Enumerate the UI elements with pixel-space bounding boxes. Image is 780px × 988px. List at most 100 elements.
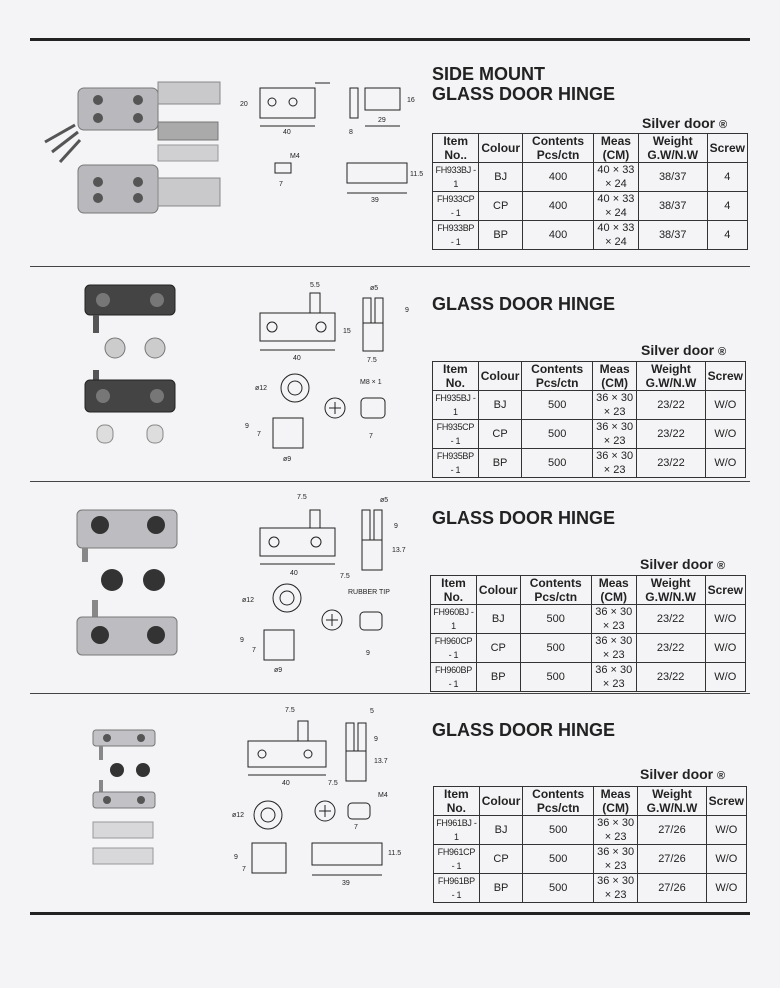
table-cell: BJ [475, 604, 521, 634]
table-cell: W/O [704, 633, 747, 663]
table-cell: FH961CP - 1 [433, 844, 480, 874]
table-cell: FH961BJ - 1 [433, 815, 480, 845]
table-cell: CP [477, 419, 523, 449]
column-header: Colour [477, 361, 523, 391]
table-cell: CP [478, 844, 524, 874]
hinge-photo-icon [84, 284, 176, 444]
column-header: Weight G.W/N.W [636, 361, 706, 391]
brand-label: Silver door ® [642, 115, 727, 131]
table-cell: 38/37 [637, 162, 708, 192]
technical-drawing-icon: 7.5 5 40 7.5 13.7 9 ø12 M4 7 9 7 39 11.5 [232, 707, 401, 887]
dimension-label: 9 [240, 637, 244, 644]
column-header: Screw [704, 361, 747, 391]
table-cell: FH961BP - 1 [433, 873, 480, 903]
table-cell: 23/22 [635, 662, 706, 692]
table-cell: FH960BP - 1 [430, 662, 477, 692]
dimension-label: 9 [245, 423, 249, 430]
dimension-label: 9 [234, 854, 238, 861]
table-cell: 40 × 33 × 24 [593, 162, 639, 192]
column-header: Screw [706, 133, 749, 163]
table-cell: W/O [704, 662, 747, 692]
technical-drawing-icon: 5.5 ø5 15 40 7.5 9 ø12 M8 × 1 9 7 ø9 7 [245, 282, 409, 463]
dimension-label: 7 [354, 824, 358, 831]
table-cell: FH933BP - 1 [431, 220, 480, 250]
table-cell: 40 × 33 × 24 [593, 220, 639, 250]
table-cell: 36 × 30 × 23 [591, 390, 638, 420]
column-header: Meas (CM) [593, 133, 639, 163]
dimension-label: 39 [371, 197, 379, 204]
table-cell: 36 × 30 × 23 [590, 604, 637, 634]
product-title: SIDE MOUNT GLASS DOOR HINGE [432, 64, 616, 104]
table-cell: 500 [522, 873, 594, 903]
section-divider [30, 266, 750, 267]
dimension-label: 7 [279, 181, 283, 188]
column-header: Meas (CM) [590, 575, 637, 605]
column-header: Contents Pcs/ctn [522, 786, 594, 816]
hinge-photo-icon [76, 509, 178, 656]
table-cell: 500 [521, 419, 593, 449]
table-cell: 38/37 [637, 191, 708, 221]
hinge-photo-icon [92, 729, 156, 865]
dimension-label: M4 [378, 792, 388, 799]
table-cell: 500 [521, 390, 593, 420]
table-cell: W/O [704, 448, 747, 478]
table-cell: 27/26 [637, 844, 707, 874]
table-cell: W/O [704, 604, 747, 634]
dimension-label: 13.7 [374, 758, 388, 765]
dimension-label: 40 [290, 570, 298, 577]
dimension-label: 7 [257, 431, 261, 438]
column-header: Contents Pcs/ctn [519, 575, 592, 605]
dimension-label: ø12 [242, 597, 254, 604]
top-rule [30, 38, 750, 41]
dimension-label: 16 [407, 97, 415, 104]
table-cell: CP [475, 633, 521, 663]
column-header: Item No.. [431, 133, 480, 163]
table-cell: 38/37 [637, 220, 708, 250]
spec-table: Item No. Colour Contents Pcs/ctn Meas (C… [432, 361, 747, 478]
brand-name: Silver door [640, 556, 714, 572]
table-cell: W/O [705, 844, 748, 874]
table-cell: W/O [705, 815, 748, 845]
table-cell: BP [478, 873, 524, 903]
table-cell: 400 [522, 162, 595, 192]
table-cell: FH933BJ - 1 [431, 162, 480, 192]
table-cell: 500 [522, 815, 594, 845]
dimension-label: 7 [369, 433, 373, 440]
table-cell: 500 [519, 604, 592, 634]
spec-table: Item No. Colour Contents Pcs/ctn Meas (C… [430, 575, 747, 692]
table-cell: BP [475, 662, 521, 692]
table-cell: 27/26 [637, 815, 707, 845]
table-cell: 500 [522, 844, 594, 874]
table-cell: 36 × 30 × 23 [592, 844, 639, 874]
table-cell: BP [477, 448, 523, 478]
table-header-row: Item No.. Colour Contents Pcs/ctn Meas (… [431, 133, 749, 163]
table-cell: FH935CP - 1 [432, 419, 479, 449]
dimension-label: M4 [290, 153, 300, 160]
table-cell: FH935BJ - 1 [432, 390, 479, 420]
dimension-label: 5 [370, 708, 374, 715]
table-header-row: Item No. Colour Contents Pcs/ctn Meas (C… [430, 575, 747, 605]
technical-drawing-icon: 7.5 ø5 40 7.5 13.7 9 ø12 RUBBER TIP 9 7 … [240, 494, 406, 674]
product-title: GLASS DOOR HINGE [432, 508, 616, 528]
registered-mark: ® [719, 119, 728, 131]
dimension-label: ø12 [232, 812, 244, 819]
bottom-rule [30, 912, 750, 915]
dimension-label: ø9 [274, 667, 282, 674]
table-cell: 23/22 [636, 419, 706, 449]
dimension-label: 39 [342, 880, 350, 887]
dimension-label: 7.5 [328, 780, 338, 787]
table-cell: 500 [519, 633, 592, 663]
product-title: GLASS DOOR HINGE [432, 720, 616, 740]
dimension-label: 40 [293, 355, 301, 362]
column-header: Colour [478, 133, 524, 163]
dimension-label: 7 [252, 647, 256, 654]
dimension-label: RUBBER TIP [348, 589, 390, 596]
dimension-label: 13.7 [392, 547, 406, 554]
dimension-label: ø9 [283, 456, 291, 463]
